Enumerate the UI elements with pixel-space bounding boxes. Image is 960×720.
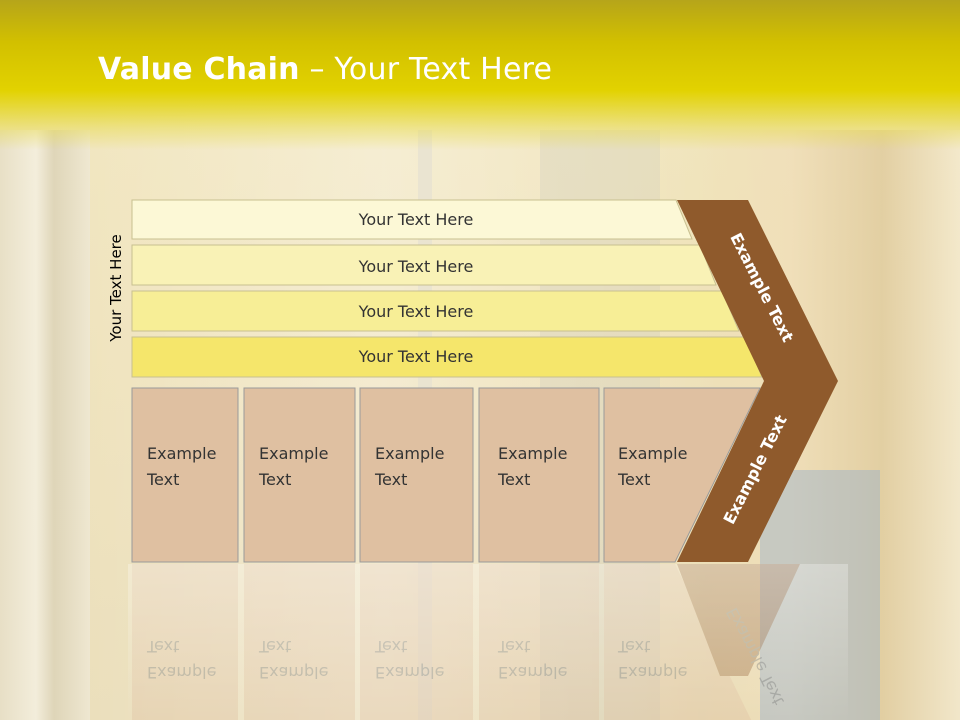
box-1-line1: Example bbox=[147, 444, 216, 463]
box-1-line2: Text bbox=[146, 470, 179, 489]
header-band bbox=[0, 0, 960, 150]
reflection-fade bbox=[128, 564, 848, 720]
row-label-1: Your Text Here bbox=[358, 210, 474, 229]
box-5-line1: Example bbox=[618, 444, 687, 463]
box-3-line1: Example bbox=[375, 444, 444, 463]
chevron-group: Example Text Example Text bbox=[677, 200, 838, 562]
box-5-line2: Text bbox=[617, 470, 650, 489]
title-rest: – Your Text Here bbox=[299, 52, 553, 87]
boxes-group: Example Text Example Text Example Text E… bbox=[131, 387, 761, 563]
slide-title: Value Chain – Your Text Here bbox=[98, 52, 552, 87]
box-5 bbox=[603, 387, 761, 563]
row-label-4: Your Text Here bbox=[358, 347, 474, 366]
title-bold: Value Chain bbox=[98, 52, 300, 87]
row-label-2: Your Text Here bbox=[358, 257, 474, 276]
box-2 bbox=[243, 387, 356, 563]
row-bar-4 bbox=[131, 336, 763, 378]
box-4 bbox=[478, 387, 600, 563]
row-bar-3 bbox=[131, 290, 740, 332]
box-2-line2: Text bbox=[258, 470, 291, 489]
box-4-line2: Text bbox=[497, 470, 530, 489]
box-4-line1: Example bbox=[498, 444, 567, 463]
rows-group: Your Text Here Your Text Here Your Text … bbox=[131, 199, 763, 378]
box-2-line1: Example bbox=[259, 444, 328, 463]
row-bar-2 bbox=[131, 244, 717, 286]
box-1 bbox=[131, 387, 239, 563]
row-label-3: Your Text Here bbox=[358, 302, 474, 321]
background-wall bbox=[0, 130, 90, 720]
box-3-line2: Text bbox=[374, 470, 407, 489]
box-3 bbox=[359, 387, 474, 563]
chevron-arrow bbox=[677, 200, 838, 562]
row-bar-1 bbox=[131, 199, 693, 240]
